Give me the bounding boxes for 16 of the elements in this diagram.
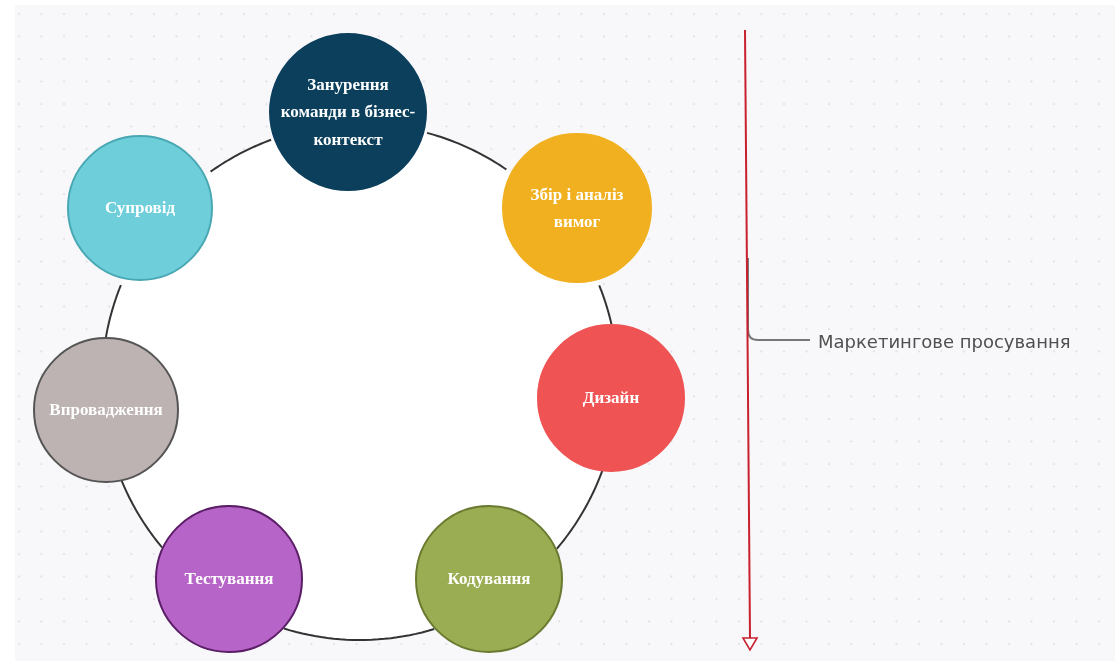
ring-arc <box>555 469 604 550</box>
ring-arc <box>209 138 273 173</box>
stage-label: Тестування <box>184 568 274 591</box>
phase-label: Маркетингове просування <box>818 330 1071 352</box>
stage-label: Дизайн <box>582 387 640 410</box>
ring-arc <box>426 131 508 171</box>
leader-line <box>747 257 811 341</box>
stage-label: Кодування <box>447 568 531 591</box>
stage-label: Збір і аналіз вимог <box>529 183 625 233</box>
stage-label: Впровадження <box>49 399 163 422</box>
ring-arc <box>598 284 613 326</box>
ring-arc <box>120 479 164 549</box>
stage-label: Супровід <box>104 197 176 220</box>
stage-label: Занурення команди в бізнес-контекст <box>279 74 417 151</box>
ring-arc <box>104 284 122 339</box>
ring-arc <box>283 627 436 641</box>
